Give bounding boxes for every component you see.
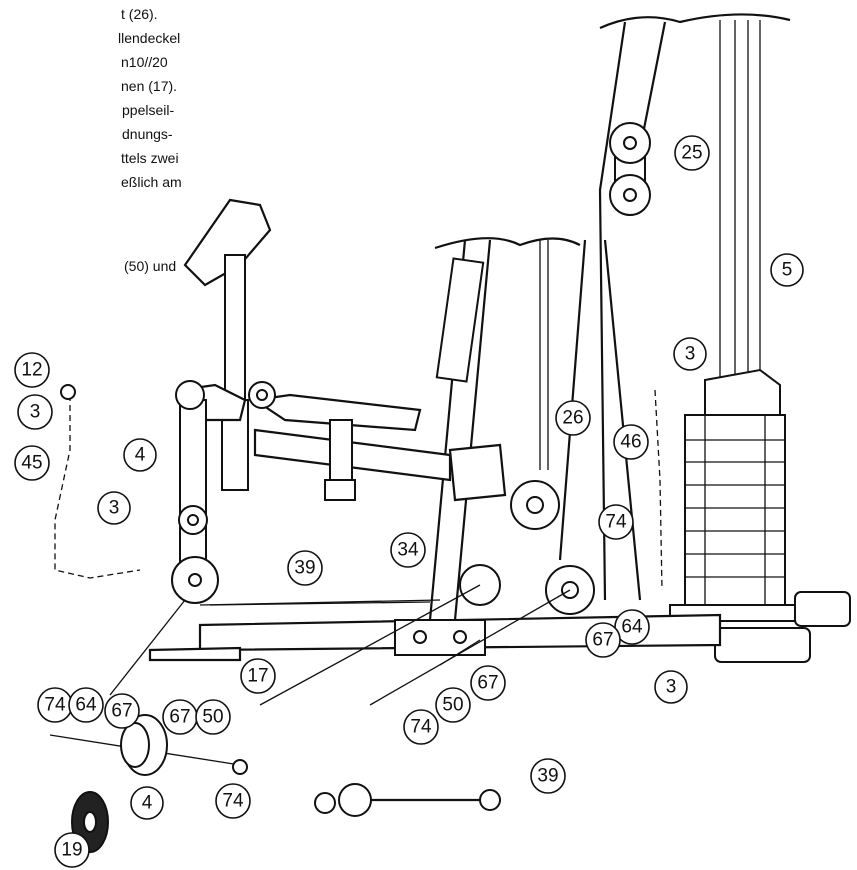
callout-4: 4 <box>123 438 157 472</box>
svg-text:50: 50 <box>442 695 463 716</box>
svg-text:25: 25 <box>681 143 702 164</box>
svg-text:64: 64 <box>621 617 643 638</box>
text-line: n10//20 <box>121 54 168 70</box>
svg-text:5: 5 <box>782 260 793 281</box>
callout-50: 50 <box>435 687 471 723</box>
callout-67: 67 <box>104 693 140 729</box>
callout-39: 39 <box>530 758 566 794</box>
callout-46: 46 <box>613 424 649 460</box>
callout-67: 67 <box>585 622 621 658</box>
text-line: ppelseil- <box>122 102 175 118</box>
callout-25: 25 <box>674 135 710 171</box>
callout-3: 3 <box>654 670 688 704</box>
svg-text:50: 50 <box>202 707 223 728</box>
svg-text:39: 39 <box>294 558 315 579</box>
callout-3: 3 <box>673 337 707 371</box>
chain-left <box>54 384 141 579</box>
callout-26: 26 <box>555 400 591 436</box>
svg-text:4: 4 <box>135 445 146 466</box>
text-line: eßlich am <box>121 174 182 190</box>
callout-74: 74 <box>37 687 73 723</box>
svg-text:3: 3 <box>685 344 696 365</box>
svg-text:39: 39 <box>537 766 558 787</box>
callout-74: 74 <box>598 504 634 540</box>
svg-text:19: 19 <box>61 840 82 861</box>
callout-17: 17 <box>240 658 276 694</box>
callout-3: 3 <box>97 491 131 525</box>
svg-text:34: 34 <box>397 540 419 561</box>
callout-64: 64 <box>68 687 104 723</box>
callout-67: 67 <box>470 665 506 701</box>
svg-text:74: 74 <box>222 791 244 812</box>
text-line: nen (17). <box>121 78 178 94</box>
svg-text:74: 74 <box>605 512 627 533</box>
svg-text:46: 46 <box>620 432 641 453</box>
callout-5: 5 <box>770 253 804 287</box>
cable-39 <box>199 599 501 817</box>
center-upright <box>248 237 642 621</box>
callout-3: 3 <box>17 394 53 430</box>
callout-74: 74 <box>215 783 251 819</box>
svg-text:45: 45 <box>21 453 42 474</box>
exploded-wheel <box>71 714 248 853</box>
svg-text:12: 12 <box>21 360 42 381</box>
callout-34: 34 <box>390 532 426 568</box>
callout-12: 12 <box>14 352 50 388</box>
callout-50: 50 <box>195 699 231 735</box>
svg-text:74: 74 <box>410 717 432 738</box>
pulley-assembly <box>609 122 651 216</box>
text-line: t (26). <box>121 6 158 22</box>
callout-4: 4 <box>130 786 164 820</box>
callout-19: 19 <box>54 832 90 868</box>
text-line: dnungs- <box>122 126 173 142</box>
callout-45: 45 <box>14 445 50 481</box>
leg-arm <box>171 198 272 604</box>
svg-text:67: 67 <box>592 630 613 651</box>
hardware-lines <box>49 584 571 766</box>
svg-text:3: 3 <box>109 498 120 519</box>
callout-67: 67 <box>162 699 198 735</box>
text-line: llendeckel <box>118 30 181 46</box>
svg-text:26: 26 <box>562 408 583 429</box>
text-line: (50) und <box>124 258 177 274</box>
svg-text:64: 64 <box>75 695 97 716</box>
svg-text:74: 74 <box>44 695 66 716</box>
svg-text:17: 17 <box>247 666 268 687</box>
text-line: ttels zwei <box>121 150 179 166</box>
callout-74: 74 <box>403 709 439 745</box>
svg-text:4: 4 <box>142 793 153 814</box>
svg-text:67: 67 <box>477 673 498 694</box>
svg-text:67: 67 <box>111 701 132 722</box>
callout-labels: 25 5 3 12 3 45 4 46 26 74 3 34 39 3 74 6… <box>14 135 804 868</box>
svg-text:3: 3 <box>666 677 677 698</box>
chain-right <box>654 389 663 591</box>
svg-text:3: 3 <box>30 402 41 423</box>
svg-text:67: 67 <box>169 707 190 728</box>
callout-39: 39 <box>287 550 323 586</box>
